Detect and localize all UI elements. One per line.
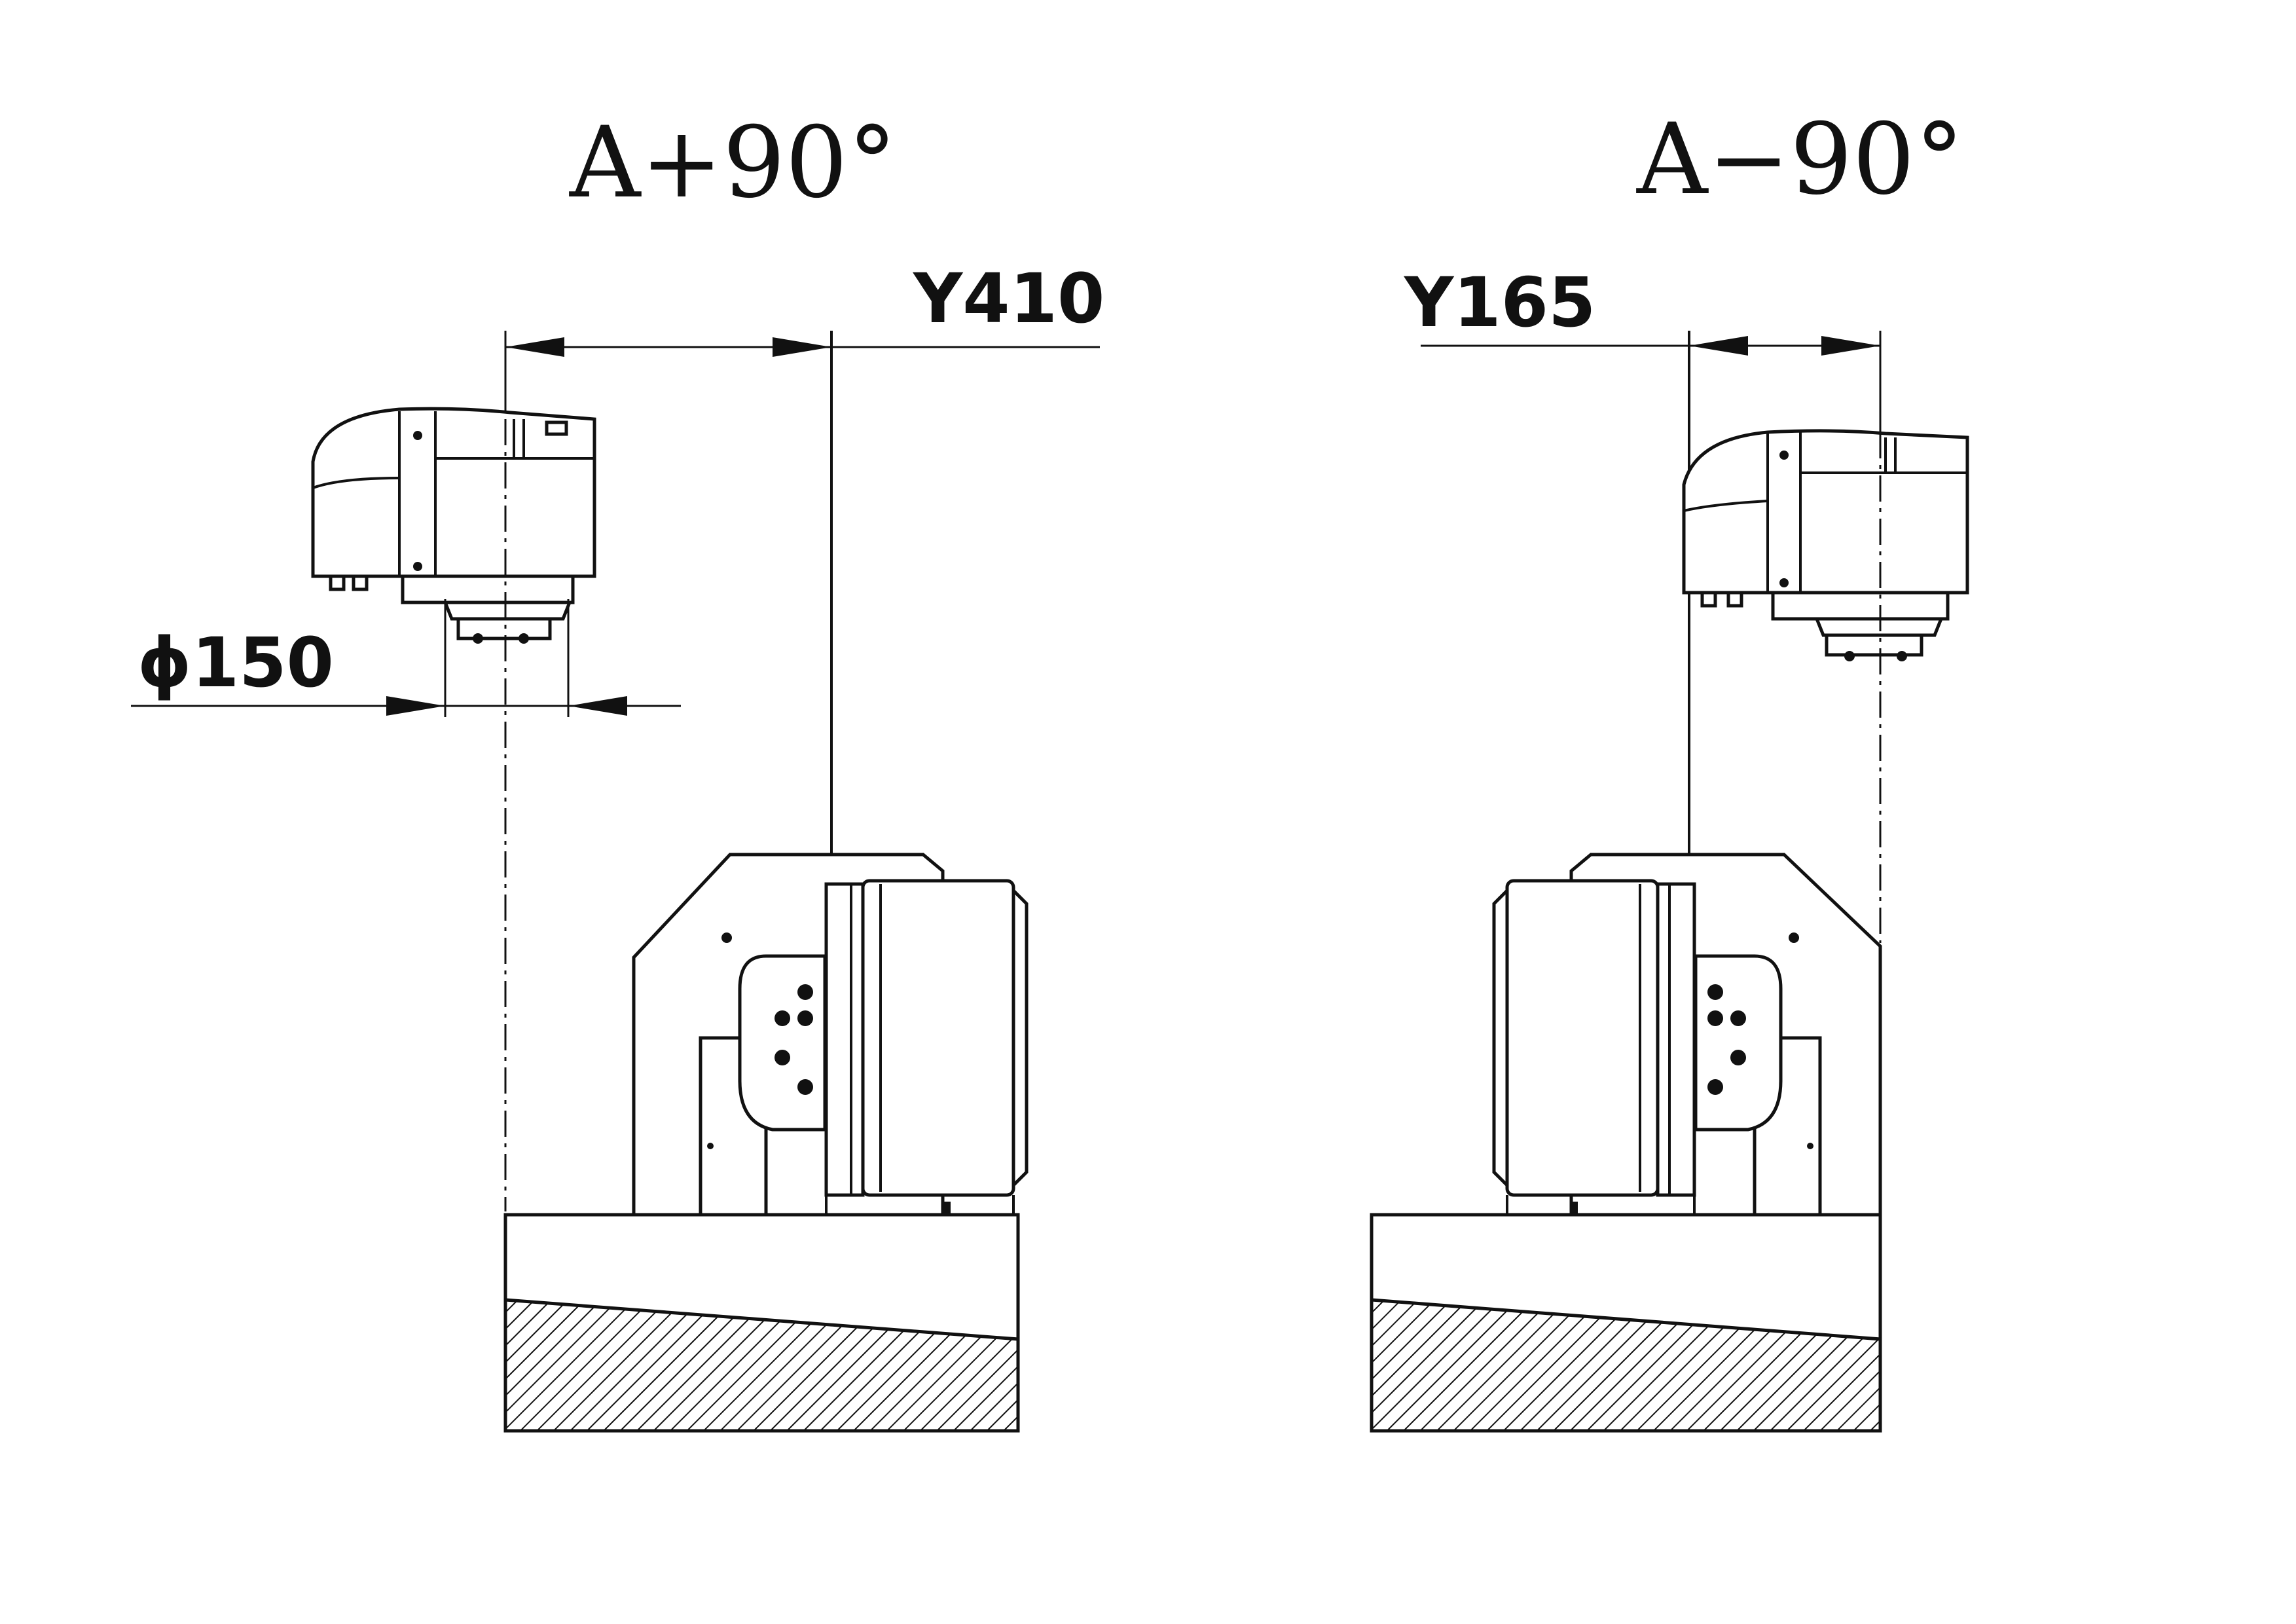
right-view-title: A−90° (1636, 103, 1964, 217)
right-view: A−90° Y165 (1370, 103, 1969, 1433)
spindle-head-left (311, 407, 596, 644)
y410-label: Y410 (912, 259, 1104, 339)
diameter-label: ϕ150 (137, 623, 334, 703)
y410-dimension: Y410 (504, 259, 1104, 871)
rotary-table-right (1370, 853, 1882, 1433)
left-view-title: A+90° (569, 106, 897, 220)
rotary-table-left (503, 853, 1029, 1433)
diameter-dimension: ϕ150 (131, 599, 681, 717)
left-view: A+90° Y410 (131, 106, 1104, 1433)
y165-label: Y165 (1403, 263, 1595, 342)
spindle-head-right (1682, 429, 1969, 661)
